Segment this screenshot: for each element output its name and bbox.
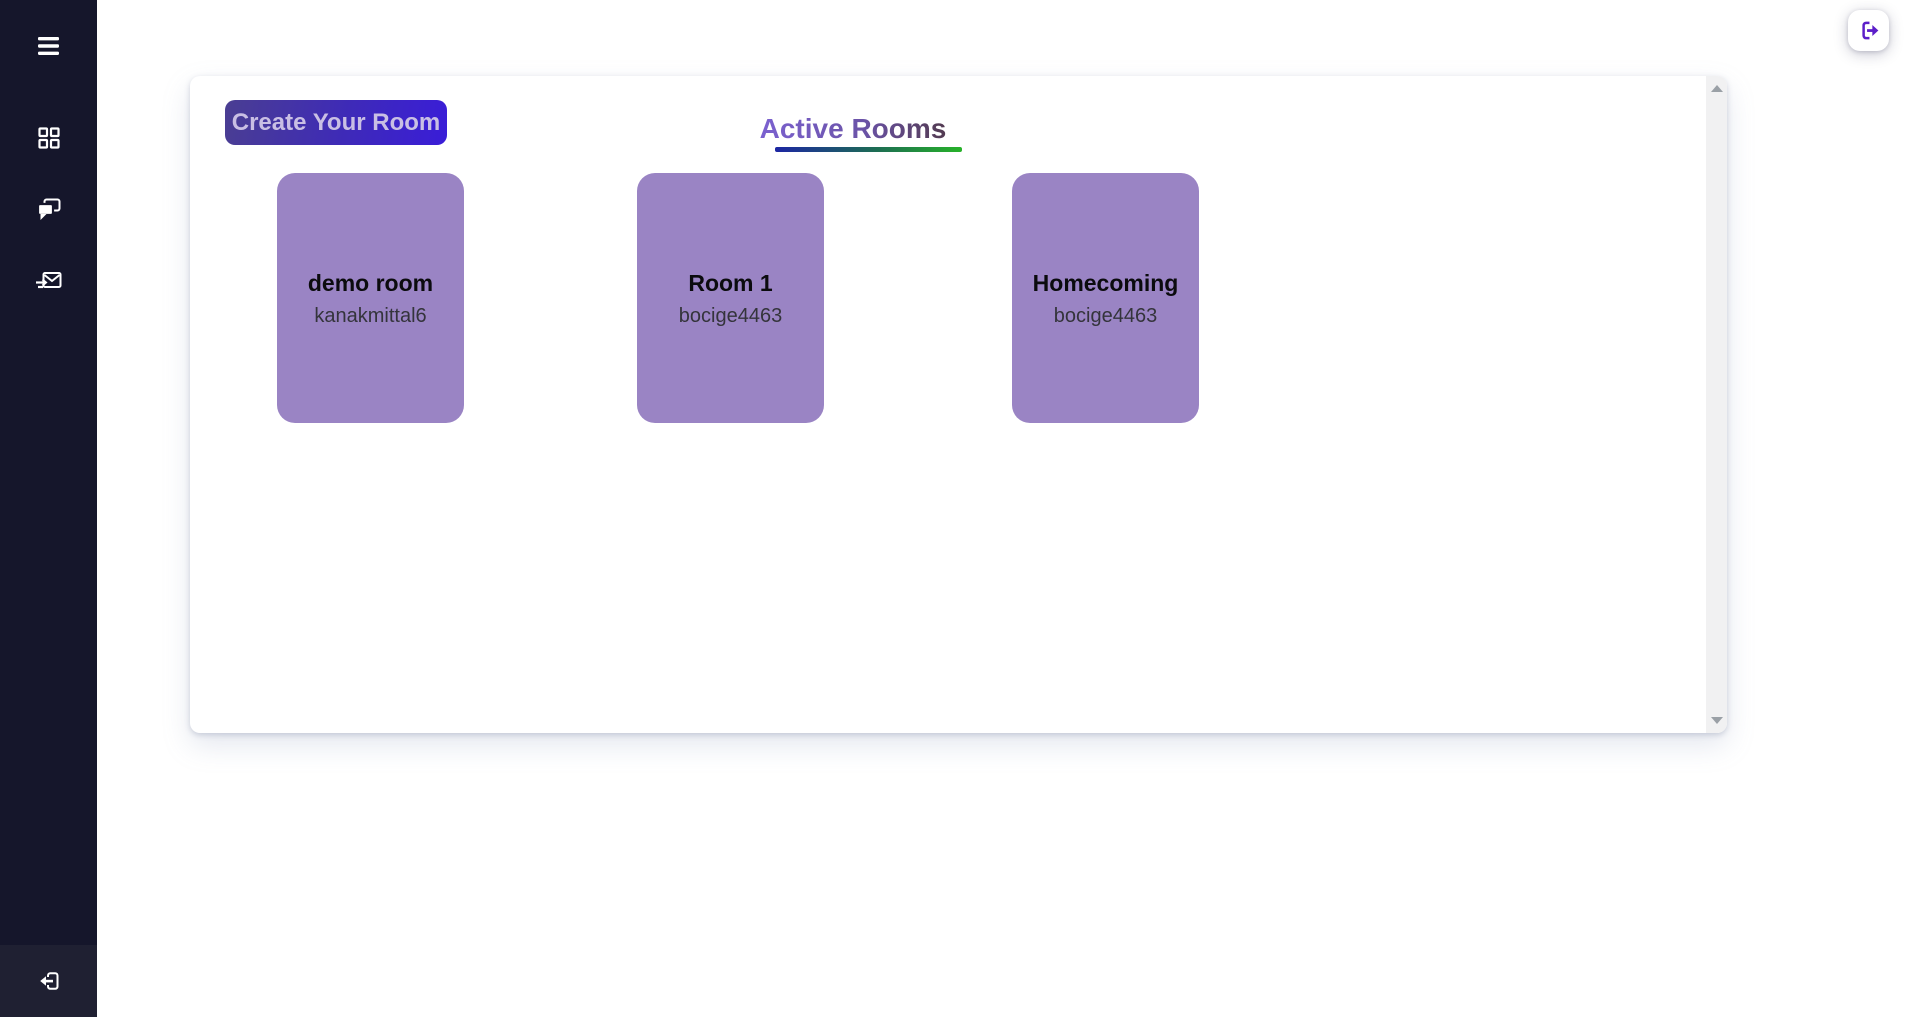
sidebar xyxy=(0,0,97,1017)
sidebar-logout-button[interactable] xyxy=(0,951,97,1011)
sidebar-item-chat[interactable] xyxy=(0,174,97,246)
dashboard-grid-icon xyxy=(37,127,60,149)
scroll-down-arrow-icon[interactable] xyxy=(1710,717,1723,724)
room-card[interactable]: demo room kanakmittal6 xyxy=(277,173,464,423)
page-title-wrap: Active Rooms xyxy=(728,114,978,144)
send-mail-icon xyxy=(35,271,62,293)
chat-bubbles-icon xyxy=(36,198,62,222)
room-title: Room 1 xyxy=(688,269,773,296)
sidebar-footer xyxy=(0,945,97,1017)
panel-scrollbar[interactable] xyxy=(1706,76,1727,733)
scroll-up-arrow-icon[interactable] xyxy=(1710,85,1723,92)
page-title: Active Rooms xyxy=(759,113,947,144)
hamburger-menu-icon xyxy=(37,36,60,56)
page-title-underline xyxy=(775,147,962,152)
sidebar-nav xyxy=(0,102,97,318)
menu-button[interactable] xyxy=(0,10,97,82)
room-title: Homecoming xyxy=(1032,269,1179,296)
sidebar-item-dashboard[interactable] xyxy=(0,102,97,174)
sign-out-right-icon xyxy=(1857,19,1880,42)
room-card[interactable]: Room 1 bocige4463 xyxy=(637,173,824,423)
room-owner: bocige4463 xyxy=(678,304,783,327)
room-card[interactable]: Homecoming bocige4463 xyxy=(1012,173,1199,423)
room-owner: bocige4463 xyxy=(1053,304,1158,327)
room-title: demo room xyxy=(307,269,434,296)
create-room-button[interactable]: Create Your Room xyxy=(225,100,447,145)
sidebar-item-send[interactable] xyxy=(0,246,97,318)
rooms-panel: Create Your Room Active Rooms demo room … xyxy=(190,76,1727,733)
room-owner: kanakmittal6 xyxy=(314,304,427,327)
box-arrow-left-icon xyxy=(37,969,61,993)
signout-button[interactable] xyxy=(1848,10,1889,51)
